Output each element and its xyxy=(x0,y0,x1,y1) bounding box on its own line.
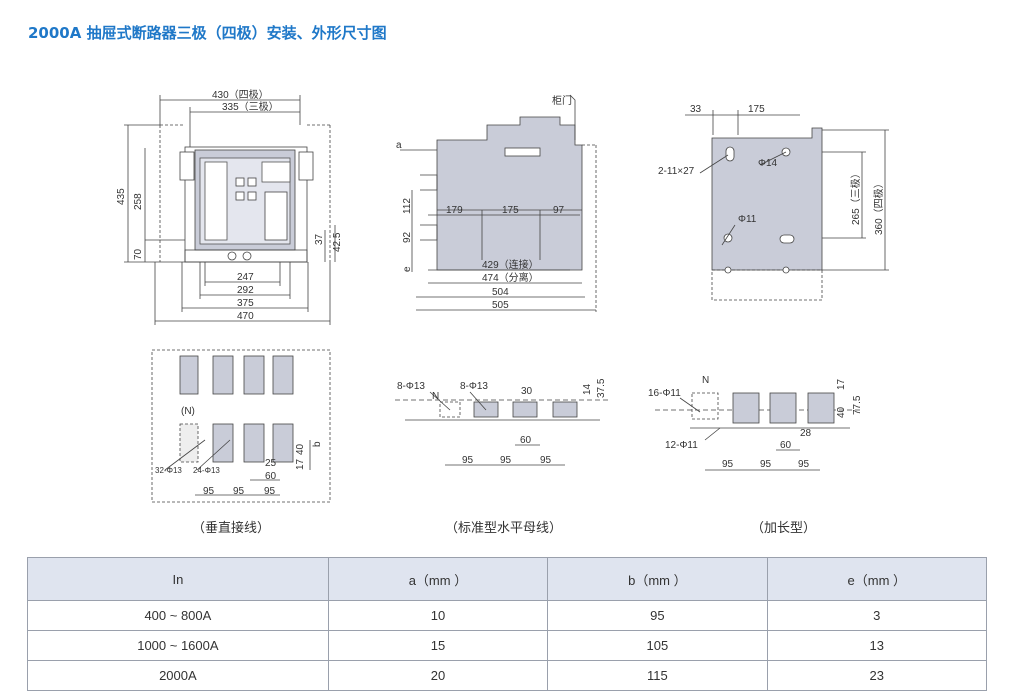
standard-label-n: N xyxy=(432,391,439,402)
vertical-dim-60: 60 xyxy=(265,471,277,482)
side-dim-92: 92 xyxy=(402,231,413,243)
standard-dim-95c: 95 xyxy=(540,455,552,466)
extended-dim-40: 40 xyxy=(836,406,847,418)
side-dim-175: 175 xyxy=(502,205,519,216)
vertical-dim-40: 40 xyxy=(295,443,306,455)
front-dim-70: 70 xyxy=(133,248,144,260)
front-dim-258: 258 xyxy=(133,193,144,210)
vertical-label-n: (N) xyxy=(181,406,195,417)
front-dim-335: 335（三极） xyxy=(222,100,279,113)
extended-label-12: 12-Φ11 xyxy=(665,440,698,451)
side-dim-505: 505 xyxy=(492,300,509,311)
extended-busbar: 16-Φ11 N 12-Φ11 28 60 95 95 95 17 40 77.… xyxy=(648,375,863,471)
front-dim-292: 292 xyxy=(237,285,254,296)
standard-label-8b: 8-Φ13 xyxy=(460,381,488,392)
table-row: 400 ~ 800A 10 95 3 xyxy=(27,600,988,631)
extended-dim-95c: 95 xyxy=(798,459,810,470)
extended-dim-60: 60 xyxy=(780,440,792,451)
hole-dim-360: 360（四极） xyxy=(872,178,885,235)
front-dim-470: 470 xyxy=(237,311,254,322)
cell-a: 20 xyxy=(327,660,549,691)
extended-dim-95b: 95 xyxy=(760,459,772,470)
vertical-dim-b: b xyxy=(312,441,323,447)
front-dim-37: 37 xyxy=(314,233,325,245)
cell-a: 15 xyxy=(327,630,549,661)
vertical-dim-95c: 95 xyxy=(264,486,276,497)
side-view: 柜门 a e 112 92 179 175 97 429（连接） 474（分离）… xyxy=(396,94,597,312)
hole-label-phi11: Φ11 xyxy=(738,214,757,225)
side-dim-429: 429（连接） xyxy=(482,258,539,271)
vertical-dim-95a: 95 xyxy=(203,486,215,497)
hole-dim-33: 33 xyxy=(690,104,702,115)
side-dim-112: 112 xyxy=(402,198,413,214)
table-row: 1000 ~ 1600A 15 105 13 xyxy=(27,630,988,661)
vertical-label-24: 24-Φ13 xyxy=(193,466,220,475)
extended-dim-77-5: 77.5 xyxy=(852,395,863,415)
standard-dim-60: 60 xyxy=(520,435,532,446)
side-label-door: 柜门 xyxy=(552,94,572,107)
extended-dim-95a: 95 xyxy=(722,459,734,470)
cell-b: 105 xyxy=(547,630,768,661)
vertical-dim-95b: 95 xyxy=(233,486,245,497)
technical-drawing: 430（四极） 335（三极） 247 292 375 470 435 258 … xyxy=(116,88,889,503)
side-dim-474: 474（分离） xyxy=(482,271,539,284)
table-row: 2000A 20 115 23 xyxy=(27,660,988,691)
hole-label-slot: 2-11×27 xyxy=(658,166,695,177)
header-e: e（mm ） xyxy=(766,557,988,601)
front-view: 430（四极） 335（三极） 247 292 375 470 435 258 … xyxy=(116,88,343,325)
standard-caption: （标准型水平母线） xyxy=(445,521,563,536)
side-dim-97: 97 xyxy=(553,205,565,216)
vertical-dim-25: 25 xyxy=(265,458,277,469)
header-b: b（mm ） xyxy=(547,557,768,601)
front-dim-435: 435 xyxy=(116,188,127,205)
standard-dim-30: 30 xyxy=(521,386,533,397)
cell-in: 1000 ~ 1600A xyxy=(27,630,329,661)
hole-dim-265: 265（三极） xyxy=(849,168,862,225)
hole-label-phi14: Φ14 xyxy=(758,158,778,169)
front-dim-430: 430（四极） xyxy=(212,88,269,101)
standard-dim-95b: 95 xyxy=(500,455,512,466)
side-dim-504: 504 xyxy=(492,287,509,298)
extended-dim-17: 17 xyxy=(836,378,847,390)
vertical-wiring: (N) 32-Φ13 24-Φ13 25 60 95 95 95 17 40 b xyxy=(151,349,331,503)
standard-dim-14: 14 xyxy=(582,383,593,395)
side-label-a: a xyxy=(396,140,402,151)
header-in: In xyxy=(27,557,329,601)
spec-table: In a（mm ） b（mm ） e（mm ） 400 ~ 800A 10 95… xyxy=(27,557,988,691)
standard-dim-37-5: 37.5 xyxy=(596,378,607,398)
cell-in: 400 ~ 800A xyxy=(27,600,329,631)
cell-in: 2000A xyxy=(27,660,329,691)
front-dim-42-5: 42.5 xyxy=(332,232,343,252)
cell-b: 95 xyxy=(547,600,768,631)
extended-label-n: N xyxy=(702,375,709,386)
hole-dim-175: 175 xyxy=(748,104,765,115)
extended-caption: （加长型） xyxy=(751,521,817,536)
vertical-dim-17: 17 xyxy=(295,458,306,470)
extended-dim-28: 28 xyxy=(800,428,812,439)
standard-label-8a: 8-Φ13 xyxy=(397,381,425,392)
front-dim-247: 247 xyxy=(237,272,254,283)
vertical-label-32: 32-Φ13 xyxy=(155,466,182,475)
cell-b: 115 xyxy=(547,660,768,691)
front-dim-375: 375 xyxy=(237,298,254,309)
page-title: 2000A 抽屉式断路器三极（四极）安装、外形尺寸图 xyxy=(28,24,387,42)
hole-view: 33 175 2-11×27 Φ14 Φ11 265（三极） 360（四极） xyxy=(658,104,889,301)
cell-e: 13 xyxy=(766,630,988,661)
standard-busbar: 8-Φ13 N 8-Φ13 30 60 95 95 95 14 37.5 xyxy=(395,378,610,466)
side-label-e: e xyxy=(402,266,413,272)
cell-e: 23 xyxy=(766,660,988,691)
vertical-caption: （垂直接线） xyxy=(192,521,271,536)
side-dim-179: 179 xyxy=(446,205,463,216)
header-a: a（mm ） xyxy=(327,557,549,601)
extended-label-16: 16-Φ11 xyxy=(648,388,681,399)
cell-a: 10 xyxy=(327,600,549,631)
table-header-row: In a（mm ） b（mm ） e（mm ） xyxy=(27,557,988,601)
cell-e: 3 xyxy=(766,600,988,631)
standard-dim-95a: 95 xyxy=(462,455,474,466)
